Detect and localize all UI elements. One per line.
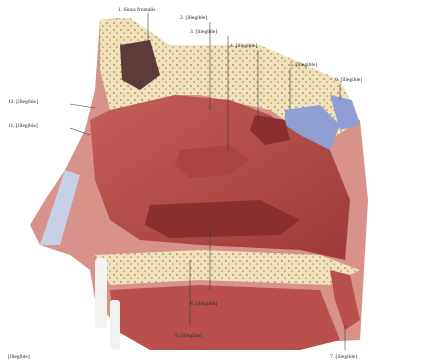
upper-tooth	[95, 258, 107, 328]
label-13: [illegible]	[8, 355, 30, 361]
label-11: 11. [illegible]	[8, 124, 38, 130]
label-sinus-frontalis: 1. Sinus frontalis	[118, 8, 155, 14]
label-5: 5. [illegible]	[290, 63, 317, 69]
lower-tooth	[110, 300, 120, 350]
label-9: 9. [illegible]	[175, 334, 202, 340]
hard-palate	[95, 250, 360, 285]
label-12: 12. [illegible]	[8, 100, 38, 106]
tongue	[110, 285, 340, 350]
label-3: 3. [illegible]	[190, 30, 217, 36]
label-6: 6. [illegible]	[335, 78, 362, 84]
label-8: 8. [illegible]	[190, 302, 217, 308]
label-7: 7. [illegible]	[330, 355, 357, 361]
label-4: 4. [illegible]	[230, 44, 257, 50]
label-2: 2. [illegible]	[180, 16, 207, 22]
